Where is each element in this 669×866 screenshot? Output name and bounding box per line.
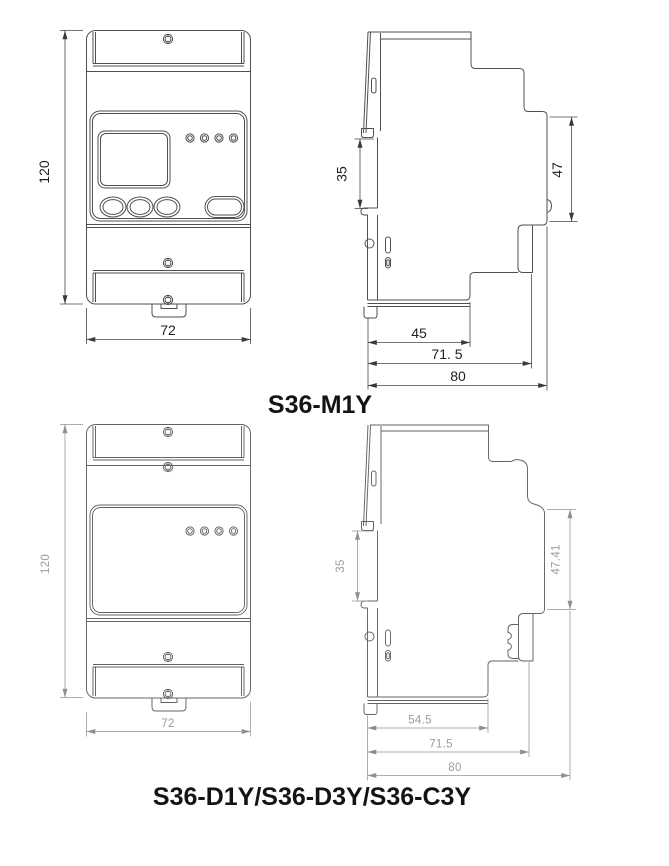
dim-height-fig1: 120	[36, 160, 52, 184]
dim-width-fig1: 72	[160, 322, 176, 338]
dim-right-fig2: 47.41	[551, 544, 563, 574]
screw-icon	[162, 688, 174, 700]
din-clip-fig2	[518, 613, 534, 662]
screw-icon	[162, 294, 174, 306]
din-clip-fig1	[517, 224, 533, 273]
side-dimensions-fig2	[352, 509, 576, 781]
push-buttons	[99, 196, 181, 218]
dim-depth-71-5: 71. 5	[431, 346, 462, 362]
figure-s36-m1y: 120 72	[36, 30, 578, 419]
caption-s36-m1y: S36-M1Y	[268, 391, 373, 419]
oval-button	[204, 196, 245, 218]
dim-depth-80-fig2: 80	[448, 762, 461, 774]
side-view-s36-m1y	[360, 31, 552, 319]
front-dimensions-fig2	[60, 424, 251, 737]
screw-icon	[162, 33, 174, 45]
side-dimensions-fig1	[354, 116, 578, 391]
screw-icon	[162, 651, 174, 663]
screw-icon	[162, 257, 174, 269]
lcd-display	[97, 130, 171, 189]
side-view-s36-d1y	[360, 424, 545, 715]
dim-rail-fig2: 35	[335, 559, 347, 572]
front-view-s36-m1y	[86, 30, 251, 318]
front-dimensions-fig1	[60, 30, 251, 344]
dim-depth-71-5-fig2: 71.5	[429, 739, 453, 751]
screw-icon	[162, 461, 174, 473]
figure-s36-d1y-d3y-c3y: 120 72	[40, 424, 576, 811]
dim-depth-45: 45	[411, 325, 427, 341]
din-clip-spring-fig2	[507, 624, 519, 659]
front-view-s36-d1y	[86, 424, 251, 712]
caption-s36-d1y-d3y-c3y: S36-D1Y/S36-D3Y/S36-C3Y	[153, 783, 472, 811]
dim-width-fig2: 72	[161, 718, 174, 730]
screw-icon	[162, 426, 174, 438]
dim-height-fig2: 120	[40, 554, 52, 574]
dim-depth-80: 80	[450, 368, 466, 384]
dim-right-fig1: 47	[549, 162, 565, 178]
dim-depth-54-5: 54.5	[408, 715, 432, 727]
dim-rail-fig1: 35	[334, 166, 350, 182]
